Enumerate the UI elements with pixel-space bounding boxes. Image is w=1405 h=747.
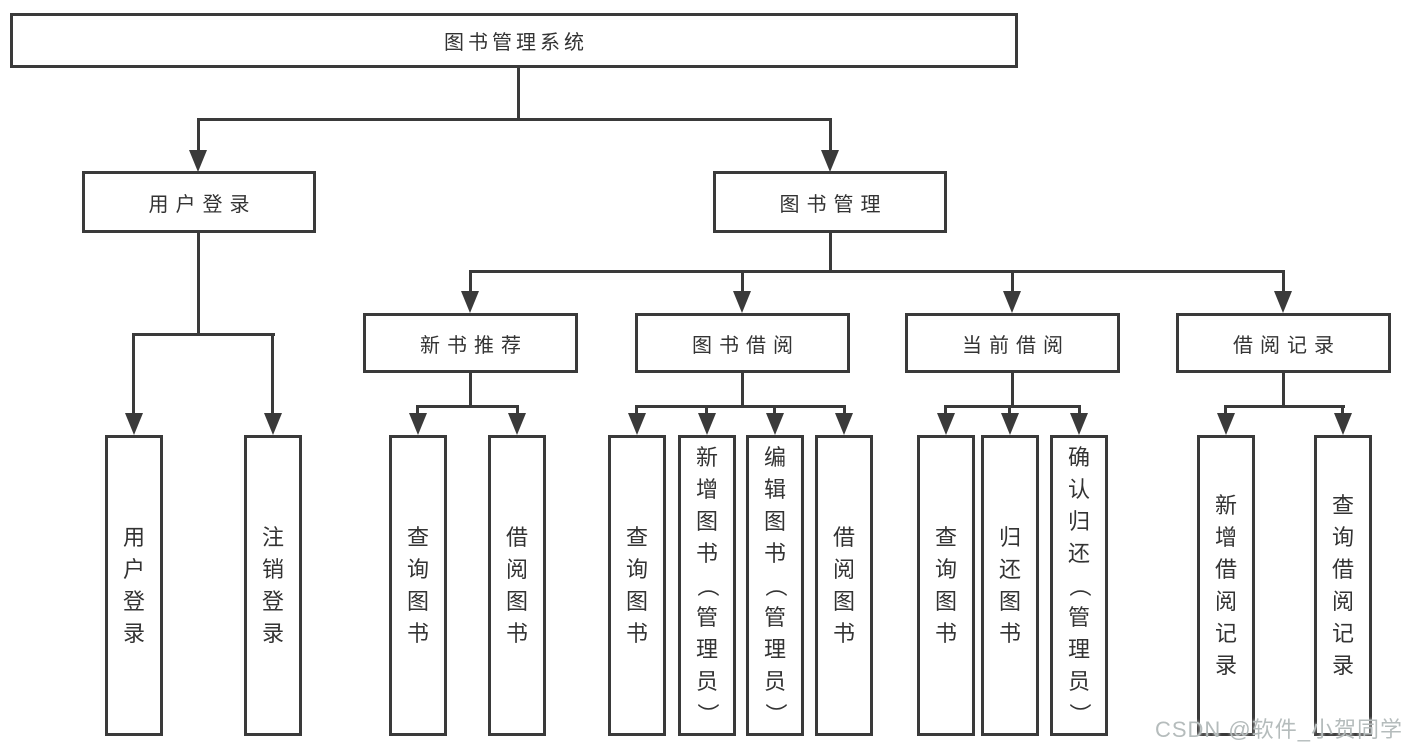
- node-label: 图书管理系统: [444, 32, 588, 54]
- node-library-management-system: 图书管理系统: [10, 13, 1018, 68]
- node-label: 新增图书（管理员）: [694, 444, 720, 725]
- connector-line: [944, 405, 1081, 408]
- node-label: 查询图书: [934, 524, 957, 646]
- connector-line: [469, 270, 472, 293]
- node-label: 图书管理: [779, 193, 888, 216]
- connector-line: [1011, 373, 1014, 407]
- connector-line: [635, 405, 846, 408]
- leaf-confirm-return-admin: 确认归还（管理员）: [1050, 435, 1108, 736]
- connector-line: [741, 373, 744, 407]
- connector-line: [944, 405, 947, 415]
- connector-line: [705, 405, 708, 415]
- arrowhead-down-icon: [766, 413, 784, 435]
- leaf-query-books-recommend: 查询图书: [389, 435, 447, 736]
- node-label: 注销登录: [261, 524, 284, 646]
- connector-line: [197, 118, 200, 152]
- connector-line: [829, 118, 832, 152]
- leaf-borrow-books: 借阅图书: [815, 435, 873, 736]
- arrowhead-down-icon: [264, 413, 282, 435]
- node-label: 查询图书: [406, 524, 429, 646]
- node-label: 归还图书: [998, 524, 1021, 646]
- connector-line: [829, 233, 832, 272]
- connector-line: [516, 405, 519, 415]
- arrowhead-down-icon: [1217, 413, 1235, 435]
- arrowhead-down-icon: [835, 413, 853, 435]
- leaf-borrow-books-recommend: 借阅图书: [488, 435, 546, 736]
- node-label: 图书借阅: [692, 334, 800, 357]
- arrowhead-down-icon: [508, 413, 526, 435]
- leaf-edit-book-admin: 编辑图书（管理员）: [746, 435, 804, 736]
- connector-line: [1224, 405, 1227, 415]
- node-label: 借阅记录: [1233, 334, 1341, 357]
- connector-line: [1011, 270, 1014, 293]
- leaf-add-borrow-record: 新增借阅记录: [1197, 435, 1255, 736]
- arrowhead-down-icon: [1001, 413, 1019, 435]
- arrowhead-down-icon: [733, 291, 751, 313]
- node-label: 借阅图书: [832, 524, 855, 646]
- connector-line: [132, 333, 135, 415]
- node-label: 查询图书: [625, 524, 648, 646]
- node-label: 当前借阅: [962, 334, 1070, 357]
- leaf-return-book: 归还图书: [981, 435, 1039, 736]
- node-new-book-recommendation: 新书推荐: [363, 313, 578, 373]
- arrowhead-down-icon: [189, 150, 207, 172]
- watermark: CSDN @软件_小贺同学: [1154, 717, 1403, 742]
- arrowhead-down-icon: [1003, 291, 1021, 313]
- connector-line: [197, 233, 200, 335]
- node-book-borrowing: 图书借阅: [635, 313, 850, 373]
- node-label: 用户登录: [148, 193, 257, 216]
- leaf-user-login: 用户登录: [105, 435, 163, 736]
- connector-line: [741, 270, 744, 293]
- leaf-logout: 注销登录: [244, 435, 302, 736]
- connector-line: [132, 333, 275, 336]
- connector-line: [635, 405, 638, 415]
- leaf-query-books-borrowing: 查询图书: [608, 435, 666, 736]
- node-borrowing-records: 借阅记录: [1176, 313, 1391, 373]
- arrowhead-down-icon: [461, 291, 479, 313]
- connector-line: [1224, 405, 1345, 408]
- connector-line: [843, 405, 846, 415]
- connector-line: [416, 405, 419, 415]
- node-book-management: 图书管理: [713, 171, 947, 233]
- connector-line: [1078, 405, 1081, 415]
- leaf-query-borrow-record: 查询借阅记录: [1314, 435, 1372, 736]
- connector-line: [773, 405, 776, 415]
- connector-line: [469, 373, 472, 407]
- node-user-login: 用户登录: [82, 171, 316, 233]
- arrowhead-down-icon: [937, 413, 955, 435]
- node-label: 确认归还（管理员）: [1066, 444, 1092, 725]
- leaf-query-books-current: 查询图书: [917, 435, 975, 736]
- node-label: 新书推荐: [420, 334, 528, 357]
- connector-line: [271, 333, 274, 415]
- connector-line: [1282, 270, 1285, 293]
- connector-line: [517, 68, 520, 121]
- node-current-borrowing: 当前借阅: [905, 313, 1120, 373]
- arrowhead-down-icon: [1274, 291, 1292, 313]
- node-label: 编辑图书（管理员）: [762, 444, 788, 725]
- node-label: 查询借阅记录: [1331, 492, 1354, 678]
- arrowhead-down-icon: [821, 150, 839, 172]
- arrowhead-down-icon: [1334, 413, 1352, 435]
- connector-line: [1282, 373, 1285, 407]
- connector-line: [469, 270, 1285, 273]
- leaf-add-book-admin: 新增图书（管理员）: [678, 435, 736, 736]
- connector-line: [197, 118, 832, 121]
- connector-line: [1341, 405, 1344, 415]
- arrowhead-down-icon: [409, 413, 427, 435]
- connector-line: [416, 405, 519, 408]
- node-label: 新增借阅记录: [1214, 492, 1237, 678]
- node-label: 用户登录: [122, 524, 145, 646]
- node-label: 借阅图书: [505, 524, 528, 646]
- arrowhead-down-icon: [1070, 413, 1088, 435]
- arrowhead-down-icon: [698, 413, 716, 435]
- arrowhead-down-icon: [628, 413, 646, 435]
- connector-line: [1008, 405, 1011, 415]
- arrowhead-down-icon: [125, 413, 143, 435]
